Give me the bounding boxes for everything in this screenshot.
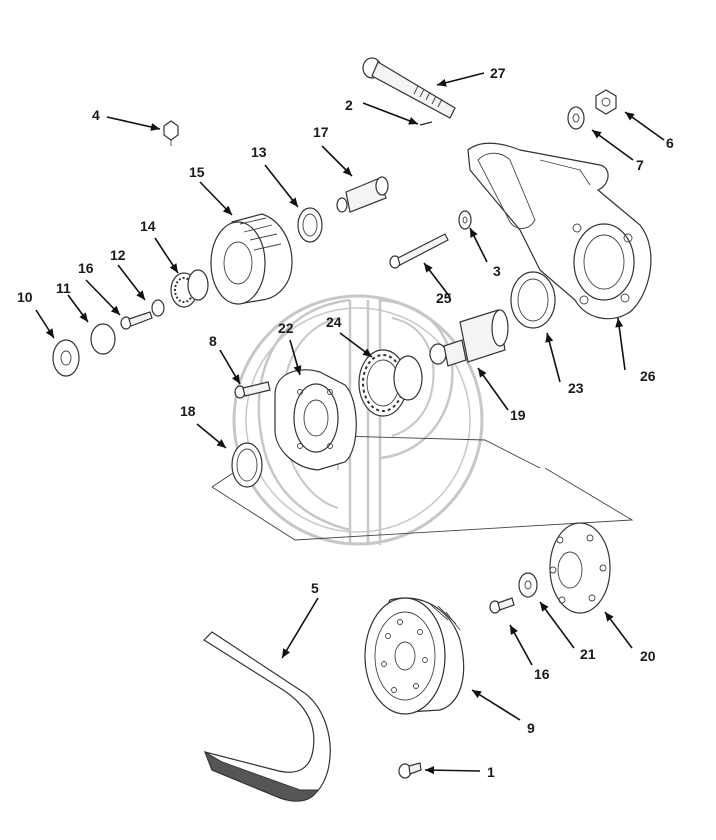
stud-part — [336, 176, 389, 213]
spacer-washer-part — [518, 572, 538, 598]
callout-label: 21 — [580, 646, 596, 662]
callout-label: 3 — [493, 263, 501, 279]
arrowhead — [362, 348, 372, 357]
arrowhead — [437, 78, 447, 87]
callout-label: 9 — [527, 720, 535, 736]
callout-label: 19 — [510, 407, 526, 423]
callout-label: 22 — [278, 320, 294, 336]
retainer-ring-part — [297, 207, 323, 243]
callout-label: 26 — [640, 368, 656, 384]
small-nut-part — [163, 120, 179, 146]
arrowhead — [79, 312, 88, 322]
leader-line — [471, 689, 521, 721]
arrowhead — [478, 368, 487, 378]
callout-label: 8 — [209, 333, 217, 349]
arrowhead — [424, 263, 433, 273]
arrowhead — [472, 690, 482, 699]
bolt-part — [362, 57, 456, 119]
callout-label: 25 — [436, 290, 452, 306]
arrowhead — [222, 205, 232, 215]
oil-seal-part — [231, 442, 263, 488]
callout-label: 14 — [140, 218, 156, 234]
leader-line — [106, 116, 161, 130]
arrowhead — [136, 290, 145, 300]
callout-label: 20 — [640, 648, 656, 664]
callout-label: 12 — [110, 247, 126, 263]
small-bolt-part — [489, 597, 515, 614]
arrowhead — [540, 602, 549, 612]
arrowhead — [545, 333, 554, 343]
leader-line — [281, 597, 319, 659]
callout-label: 16 — [534, 666, 550, 682]
arrowhead — [231, 374, 240, 384]
callout-label: 15 — [189, 164, 205, 180]
callout-label: 27 — [490, 65, 506, 81]
flat-washer-part — [458, 210, 472, 230]
washer-part — [567, 106, 585, 130]
cotter-pin-part — [419, 121, 433, 126]
hub-plate-part — [549, 522, 611, 614]
callout-label: 16 — [78, 260, 94, 276]
callout-label: 24 — [326, 314, 342, 330]
pulley-part — [210, 213, 293, 305]
arrowhead — [110, 305, 120, 315]
callout-label: 6 — [666, 135, 674, 151]
callout-label: 7 — [636, 157, 644, 173]
callout-label: 5 — [311, 580, 319, 596]
arrowhead — [45, 328, 54, 338]
dust-cap-part — [90, 323, 116, 355]
shaft-part — [429, 309, 509, 367]
hex-bolt-part — [234, 381, 271, 399]
callout-label: 10 — [17, 289, 33, 305]
leader-line — [424, 769, 481, 772]
callout-labels: 1 2 3 4 5 6 7 8 9 10 11 12 13 14 15 16 1… — [17, 65, 674, 780]
logo-watermark — [232, 294, 484, 546]
arrowhead — [592, 130, 602, 139]
bottom-bolt-part — [398, 762, 422, 779]
drive-belt-part — [203, 631, 331, 802]
arrowhead — [470, 228, 478, 238]
assembly-guide-lines — [211, 434, 634, 541]
arrowhead — [216, 439, 226, 448]
arrowhead — [408, 117, 418, 125]
arrowhead — [169, 263, 178, 273]
arrowhead — [615, 318, 624, 328]
bearing-part — [358, 349, 423, 417]
arrowhead — [150, 123, 160, 131]
callout-label: 17 — [313, 124, 329, 140]
callout-label: 18 — [180, 403, 196, 419]
callout-label: 23 — [568, 380, 584, 396]
leader-line — [539, 601, 575, 649]
arrowhead — [425, 766, 435, 775]
arrowhead — [625, 112, 635, 121]
callout-label: 13 — [251, 144, 267, 160]
idler-hub-part — [274, 369, 357, 471]
arrowhead — [282, 648, 291, 658]
arrowhead — [293, 365, 302, 375]
washer-small-part — [151, 299, 165, 317]
long-bolt-part — [389, 233, 449, 269]
leader-line — [362, 102, 419, 125]
end-plate-part — [52, 339, 80, 377]
arrowhead — [605, 612, 614, 622]
callout-label: 4 — [92, 107, 100, 123]
leader-arrows — [35, 72, 665, 775]
seal-ring-part — [510, 271, 556, 329]
arrowhead — [342, 166, 352, 176]
nut-part — [595, 89, 617, 115]
cap-screw-part — [120, 311, 153, 330]
callout-label: 2 — [345, 97, 353, 113]
crank-pulley-part — [364, 597, 465, 715]
arrowhead — [510, 625, 518, 635]
roller-bearing-part — [170, 269, 209, 308]
callout-label: 1 — [487, 764, 495, 780]
callout-label: 11 — [56, 280, 71, 296]
bracket-housing-part — [467, 142, 652, 320]
arrowhead — [289, 197, 298, 207]
